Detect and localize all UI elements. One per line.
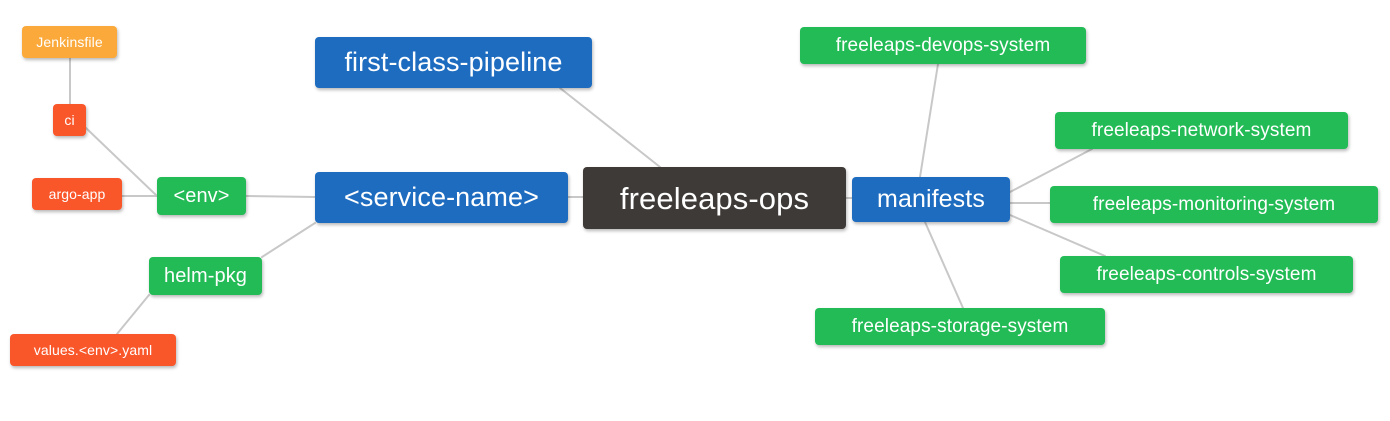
edge-service-name-to-helm-pkg [261, 222, 316, 258]
node-jenkinsfile[interactable]: Jenkinsfile [22, 26, 117, 58]
node-label-jenkinsfile: Jenkinsfile [36, 34, 103, 50]
node-label-freeleaps-ops: freeleaps-ops [619, 180, 810, 216]
node-freeleaps-controls-system[interactable]: freeleaps-controls-system [1060, 256, 1353, 293]
edge-manifests-to-freeleaps-devops-system [919, 63, 939, 178]
edge-helm-pkg-to-values-yaml [116, 294, 150, 335]
node-label-manifests: manifests [877, 185, 985, 213]
node-service-name[interactable]: <service-name> [315, 172, 568, 223]
node-first-class-pipeline[interactable]: first-class-pipeline [315, 37, 592, 88]
node-label-freeleaps-network-system: freeleaps-network-system [1091, 120, 1312, 141]
node-ci[interactable]: ci [53, 104, 86, 136]
node-freeleaps-devops-system[interactable]: freeleaps-devops-system [800, 27, 1086, 64]
edge-env-to-service-name [245, 195, 316, 198]
node-label-freeleaps-storage-system: freeleaps-storage-system [851, 316, 1069, 337]
node-label-ci: ci [64, 112, 75, 128]
edge-first-class-pipeline-to-freeleaps-ops [559, 87, 661, 168]
edge-manifests-to-freeleaps-storage-system [924, 221, 964, 309]
node-argo-app[interactable]: argo-app [32, 178, 122, 210]
node-env[interactable]: <env> [157, 177, 246, 215]
node-freeleaps-monitoring-system[interactable]: freeleaps-monitoring-system [1050, 186, 1378, 223]
node-label-env: <env> [173, 185, 230, 207]
node-manifests[interactable]: manifests [852, 177, 1010, 222]
node-label-freeleaps-controls-system: freeleaps-controls-system [1096, 264, 1317, 285]
node-label-first-class-pipeline: first-class-pipeline [344, 47, 563, 77]
node-label-freeleaps-devops-system: freeleaps-devops-system [835, 35, 1051, 56]
node-label-argo-app: argo-app [48, 186, 106, 202]
node-label-values-yaml: values.<env>.yaml [33, 342, 153, 358]
node-label-service-name: <service-name> [344, 182, 539, 212]
node-freeleaps-ops[interactable]: freeleaps-ops [583, 167, 846, 229]
node-helm-pkg[interactable]: helm-pkg [149, 257, 262, 295]
node-label-helm-pkg: helm-pkg [163, 265, 248, 287]
node-values-yaml[interactable]: values.<env>.yaml [10, 334, 176, 366]
node-label-freeleaps-monitoring-system: freeleaps-monitoring-system [1092, 194, 1336, 215]
node-freeleaps-network-system[interactable]: freeleaps-network-system [1055, 112, 1348, 149]
node-freeleaps-storage-system[interactable]: freeleaps-storage-system [815, 308, 1105, 345]
